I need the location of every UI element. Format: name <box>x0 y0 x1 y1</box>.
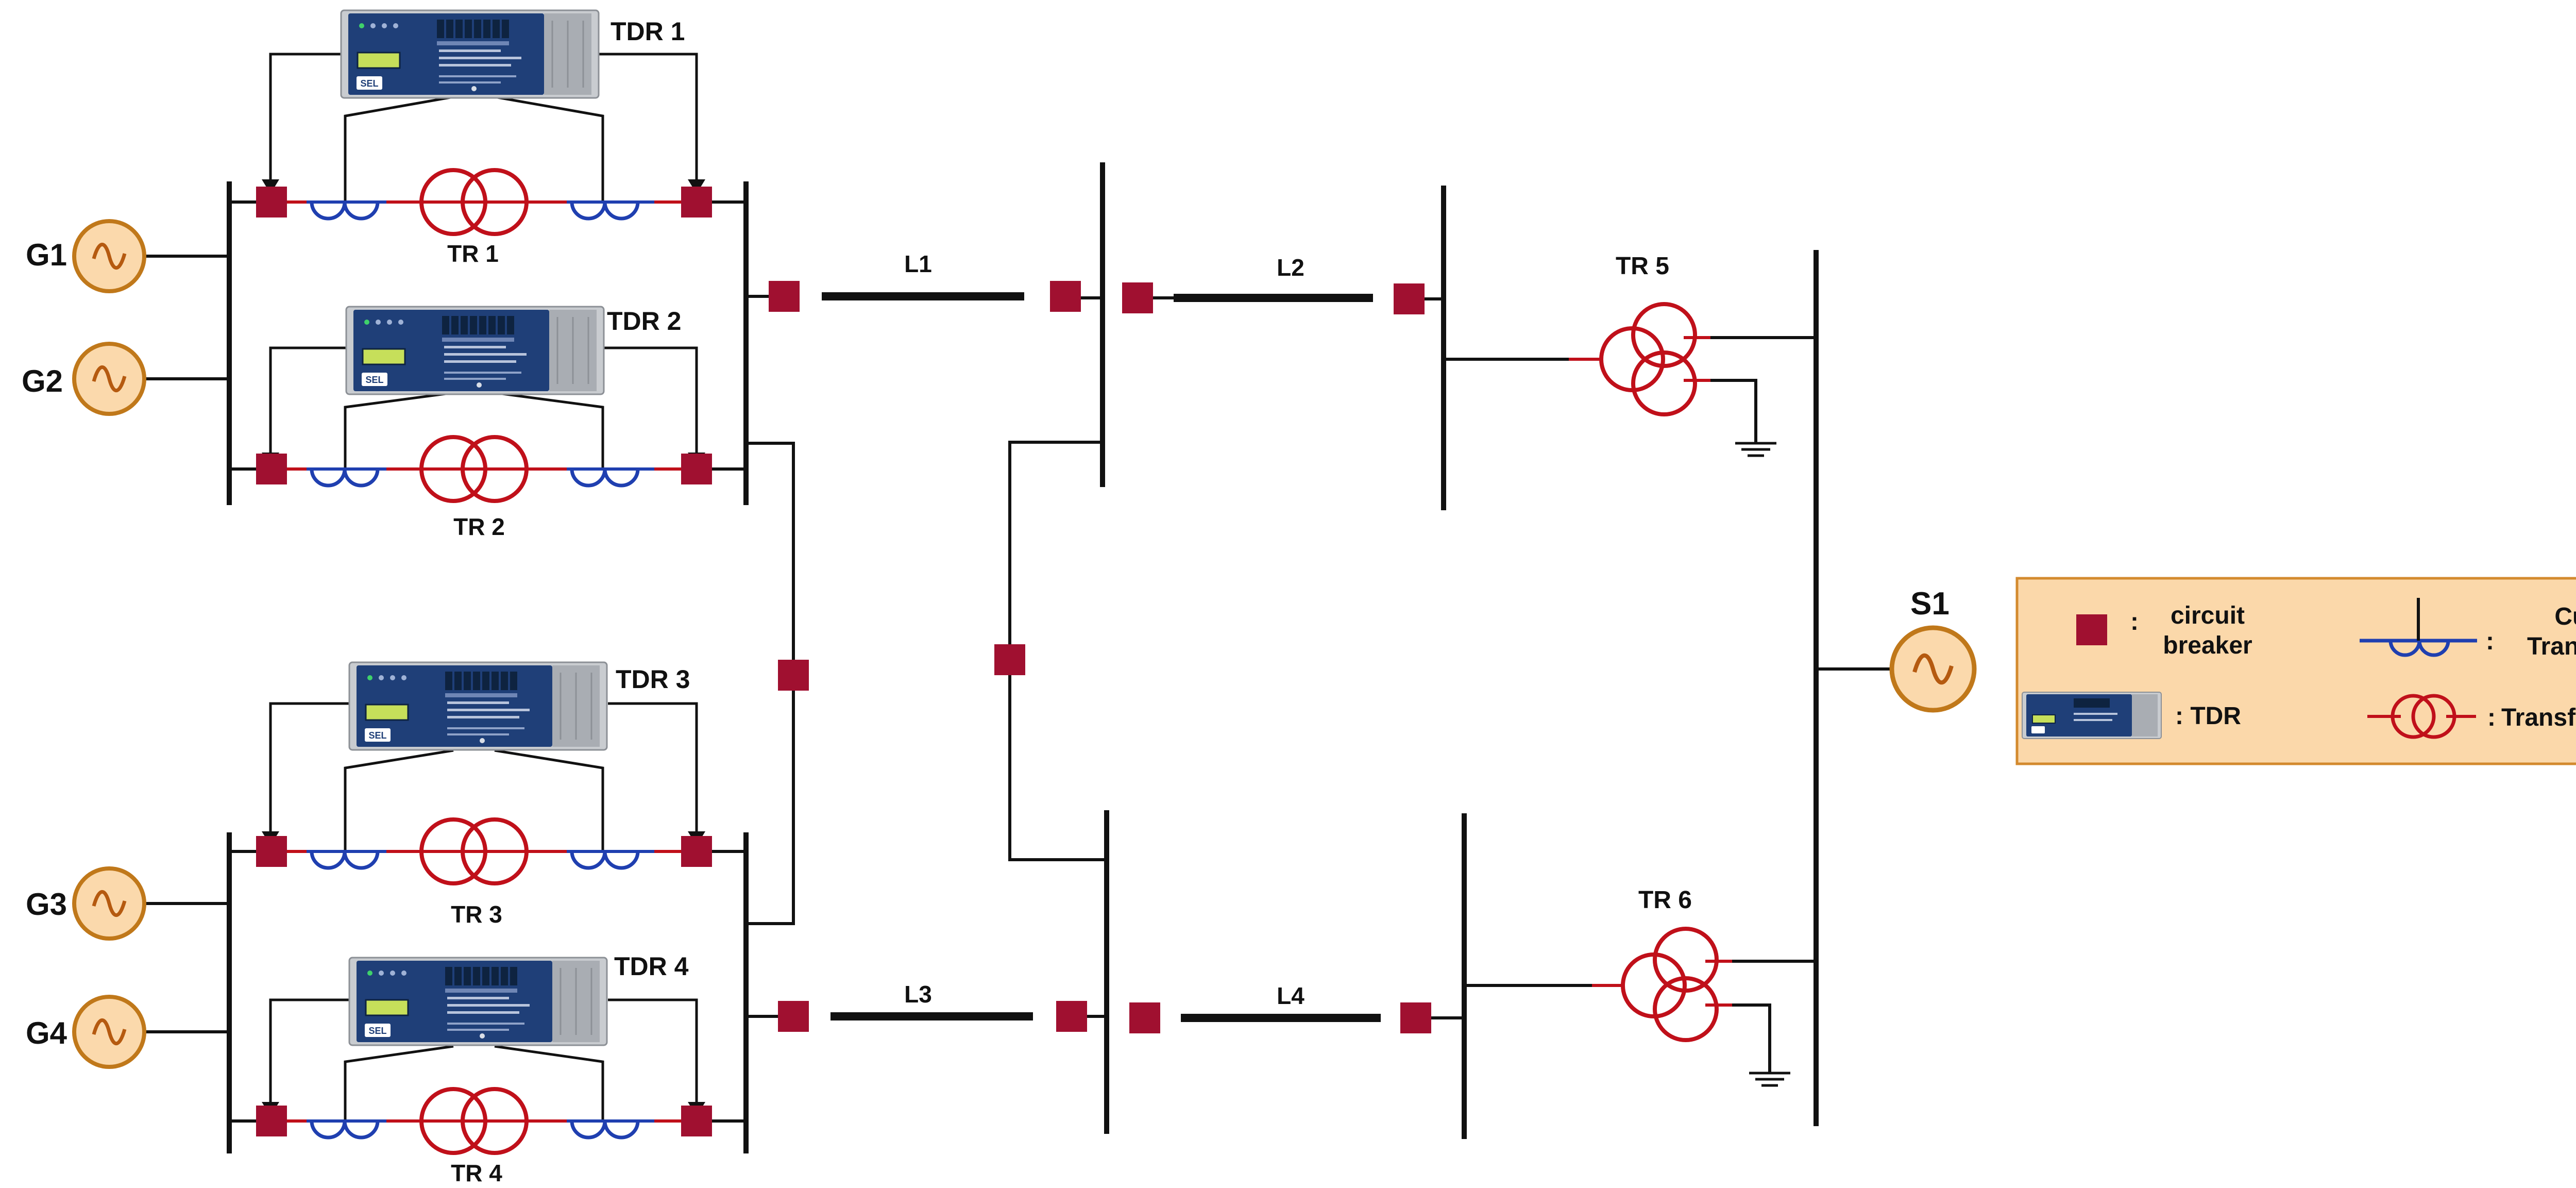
ct-coil-icon <box>310 468 640 488</box>
legend-circuit-breaker-icon <box>2076 614 2107 645</box>
sine-wave-icon <box>92 242 127 270</box>
tdr-control-wires <box>269 53 698 1121</box>
label-l4: L4 <box>1277 982 1304 1009</box>
label-tr-2: TR 2 <box>453 513 505 540</box>
circuit-breaker <box>256 1106 287 1136</box>
circuit-breaker <box>681 1106 712 1136</box>
legend-ct-icon <box>2360 598 2477 657</box>
transformer-tr6 <box>1592 927 1790 1087</box>
sine-wave-icon <box>92 1018 127 1046</box>
generator-g3 <box>72 866 146 941</box>
circuit-breaker <box>1129 1002 1160 1033</box>
circuit-breaker <box>994 644 1025 675</box>
legend-transformer-label: Transformer <box>2501 704 2576 731</box>
generator-g4 <box>72 995 146 1069</box>
legend-ct-label: CurrentTransformer <box>2527 603 2576 660</box>
tdr-device-4 <box>348 957 608 1046</box>
label-g3: G3 <box>26 887 67 922</box>
source-s1 <box>1889 625 1977 713</box>
sine-wave-icon <box>1912 653 1954 685</box>
legend-colon: : <box>2130 608 2139 635</box>
label-g2: G2 <box>22 364 63 398</box>
circuit-breaker <box>256 836 287 867</box>
tdr-device-1 <box>340 9 600 99</box>
three-winding-transformer-icon <box>1599 302 1697 416</box>
labels: G1 G2 G3 G4 S1 TDR 1 TDR 2 TDR 3 TDR 4 T… <box>22 17 1950 1186</box>
ct-coil-icon <box>310 851 640 870</box>
generator-g1 <box>72 219 146 293</box>
ground-icon <box>1735 442 1776 457</box>
label-tr-1: TR 1 <box>447 240 499 267</box>
circuit-breaker <box>1400 1002 1431 1033</box>
circuit-breaker <box>681 836 712 867</box>
circuit-breaker <box>1122 282 1153 313</box>
legend-colon: : <box>2487 704 2496 731</box>
circuit-breaker <box>1056 1001 1087 1032</box>
circuit-breaker <box>778 660 809 691</box>
branch-tr1 <box>272 168 696 236</box>
busbars <box>227 162 1819 1153</box>
label-tr-6: TR 6 <box>1638 886 1692 914</box>
label-tdr-3: TDR 3 <box>616 665 690 694</box>
tdr-device-3 <box>348 661 608 751</box>
circuit-breaker <box>778 1001 809 1032</box>
transformer-icon <box>419 435 529 503</box>
circuit-breakers <box>256 187 1431 1136</box>
label-tr-4: TR 4 <box>451 1160 502 1186</box>
transformer-tr5 <box>1569 302 1776 457</box>
branch-tr4 <box>272 1087 696 1155</box>
sine-wave-icon <box>92 890 127 917</box>
label-tr-5: TR 5 <box>1616 253 1669 280</box>
label-tr-3: TR 3 <box>451 901 502 928</box>
transformer-icon <box>419 168 529 236</box>
legend-transformer-icon <box>2367 694 2476 739</box>
sine-wave-icon <box>92 365 127 393</box>
legend-tdr-icon <box>2022 692 2162 739</box>
circuit-breaker <box>256 187 287 217</box>
three-winding-transformer-icon <box>1621 927 1719 1042</box>
ct-coil-icon <box>310 1120 640 1140</box>
circuit-breaker <box>1394 283 1425 314</box>
label-l2: L2 <box>1277 254 1304 281</box>
ac-sources <box>72 219 1977 1069</box>
generator-g2 <box>72 342 146 416</box>
label-tdr-4: TDR 4 <box>614 952 689 981</box>
ct-coil-icon <box>310 202 640 221</box>
transformer-icon <box>419 1087 529 1155</box>
label-tdr-2: TDR 2 <box>607 307 681 336</box>
legend-colon: : <box>2486 628 2494 655</box>
transformer-icon <box>419 817 529 885</box>
tdr-device-2 <box>345 306 605 395</box>
branch-tr3 <box>272 817 696 885</box>
circuit-breaker <box>769 281 800 312</box>
label-l1: L1 <box>904 250 932 277</box>
circuit-breaker <box>681 187 712 217</box>
branch-tr2 <box>272 435 696 503</box>
transformer-branches <box>272 168 696 1155</box>
circuit-breaker <box>1050 281 1081 312</box>
label-l3: L3 <box>904 981 932 1008</box>
label-g1: G1 <box>26 238 67 272</box>
circuit-breaker <box>681 454 712 484</box>
label-tdr-1: TDR 1 <box>611 17 685 46</box>
label-g4: G4 <box>26 1016 67 1050</box>
ground-icon <box>1749 1072 1790 1087</box>
label-s1: S1 <box>1910 586 1950 622</box>
legend-tdr-label: : TDR <box>2175 702 2241 730</box>
circuit-breaker <box>256 454 287 484</box>
transmission-lines <box>822 292 1381 1022</box>
